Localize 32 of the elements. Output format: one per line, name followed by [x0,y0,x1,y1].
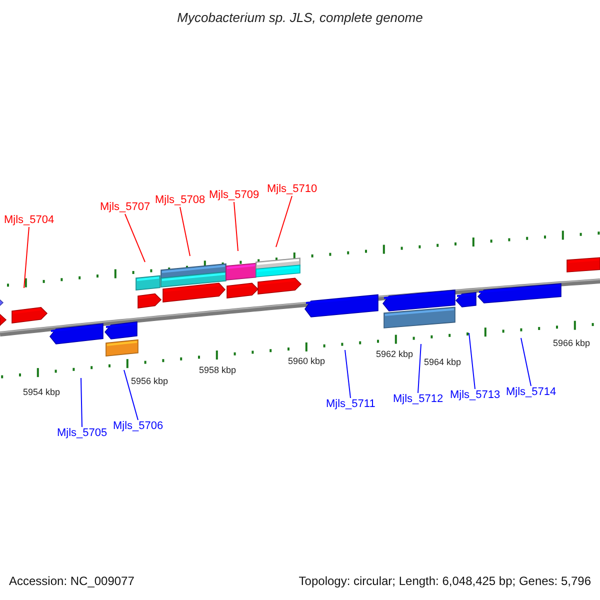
gene-label: Mjls_5714 [506,386,556,399]
leader-line [234,202,238,252]
leader-line [344,350,351,398]
title: Mycobacterium sp. JLS, complete genome [176,11,424,24]
gene-label: Mjls_5711 [326,398,376,411]
scale-label: 5954 kbp [23,388,60,397]
gene-label: Mjls_5706 [113,420,164,433]
scale-label: 5958 kbp [199,366,236,375]
gene-label: Mjls_5713 [450,389,500,402]
leader-line [24,226,30,288]
gene-label: Mjls_5712 [393,393,444,406]
gene-label: Mjls_5710 [267,183,318,196]
leader-line [468,332,476,390]
scale-label: 5960 kbp [288,357,326,366]
footer-text: Accession: NC_009077 [9,575,134,587]
leader-line [80,378,82,428]
gene-label: Mjls_5705 [57,427,108,440]
leader-line [418,344,422,394]
gene-label: Mjls_5708 [155,194,206,207]
gene-label: Mjls_5709 [209,189,260,202]
scale-label: 5964 kbp [424,358,462,367]
leader-line [124,214,146,262]
gene-label: Mjls_5704 [4,214,54,227]
gene-label: Mjls_5707 [100,201,150,214]
leader-line [124,370,138,420]
scale-label: 5956 kbp [131,377,168,386]
leader-line [520,338,532,386]
leader-line [180,206,190,256]
leader-line [276,196,292,248]
footer-text: Topology: circular; Length: 6,048,425 bp; Genes: 5,796 [298,575,591,587]
scale-label: 5962 kbp [376,350,414,359]
scale-label: 5966 kbp [553,339,590,348]
